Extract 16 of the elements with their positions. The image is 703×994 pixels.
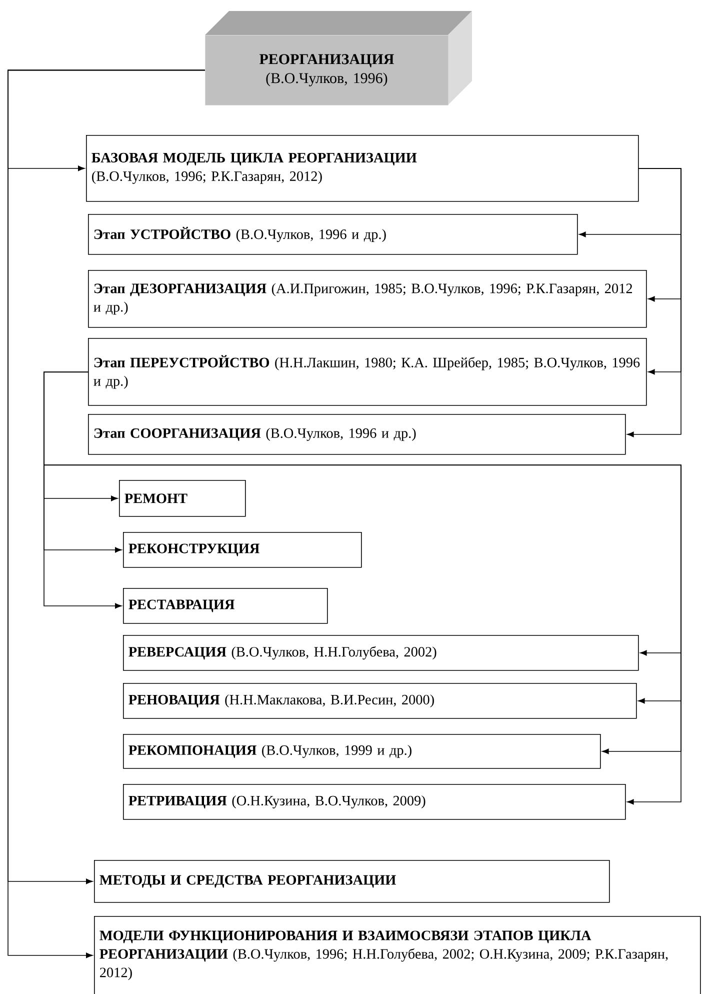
text-box: Этап СООРГАНИЗАЦИЯ (В.О.Чулков, 1996 и др.) [88, 414, 626, 455]
text-box: РЕСТАВРАЦИЯ [123, 588, 328, 624]
text-box: Этап ДЕЗОРГАНИЗАЦИЯ (А.И.Пригожин, 1985; В.О.Чулков, 1996; Р.К.Газарян, 2012 и др.) [88, 270, 647, 328]
text-box: Этап ПЕРЕУСТРОЙСТВО (Н.Н.Лакшин, 1980; К.А. Шрейбер, 1985; В.О.Чулков, 1996 и др.) [88, 338, 647, 406]
text-box: РЕКОНСТРУКЦИЯ [123, 532, 362, 568]
text-box: МЕТОДЫ И СРЕДСТВА РЕОРГАНИЗАЦИИ [94, 860, 610, 903]
text-box: Этап УСТРОЙСТВО (В.О.Чулков, 1996 и др.) [88, 214, 578, 255]
arrow [627, 168, 682, 438]
text-box: РЕТРИВАЦИЯ (О.Н.Кузина, В.О.Чулков, 2009) [123, 784, 626, 820]
text-box: РЕМОНТ [119, 480, 246, 517]
text-box: БАЗОВАЯ МОДЕЛЬ ЦИКЛА РЕОРГАНИЗАЦИИ (В.О.Чулков, 1996; Р.К.Газарян, 2012) [86, 135, 639, 202]
text-box: МОДЕЛИ ФУНКЦИОНИРОВАНИЯ И ВЗАИМОСВЯЗИ ЭТАПОВ ЦИКЛА РЕОРГАНИЗАЦИИ (В.О.Чулков, 1996; Н.Н.Голубева, 2002; О.Н.Кузина, 2009; Р.К.Газарян, 2012) [94, 916, 701, 994]
text-box: РЕНОВАЦИЯ (Н.Н.Маклакова, В.И.Ресин, 2000) [123, 683, 637, 719]
block-3d: РЕОРГАНИЗАЦИЯ (В.О.Чулков, 1996) [205, 11, 472, 106]
text-box: РЕКОМПОНАЦИЯ (В.О.Чулков, 1999 и др.) [123, 734, 601, 769]
text-box: РЕВЕРСАЦИЯ (В.О.Чулков, Н.Н.Голубева, 2002) [123, 635, 639, 671]
